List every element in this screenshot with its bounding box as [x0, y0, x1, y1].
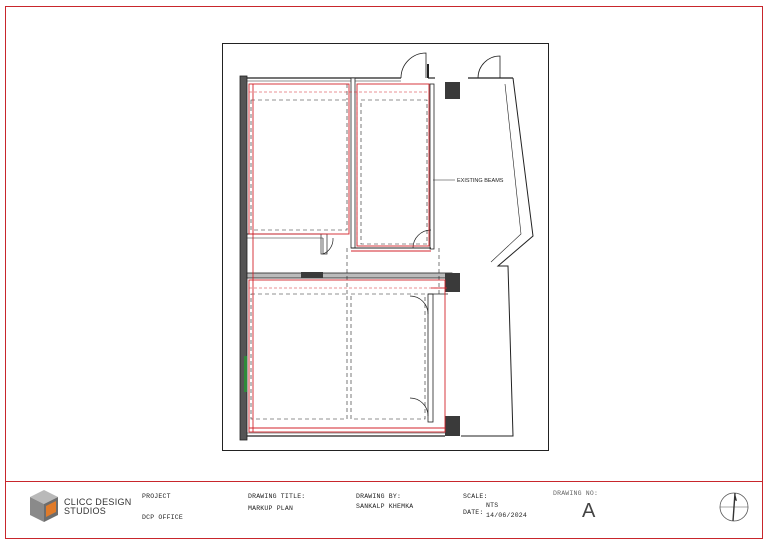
- north-arrow-icon: [719, 492, 749, 522]
- partition-top-right: [429, 83, 435, 250]
- drawing-by-value: SANKALP KHEMKA: [356, 503, 414, 510]
- door-swing-mid-left: [322, 237, 334, 255]
- beam-room-a: [250, 99, 348, 231]
- project-label: PROJECT: [142, 493, 171, 500]
- column-bottom-right: [445, 416, 460, 436]
- markup-room-a: [248, 83, 350, 235]
- date-label: DATE:: [463, 509, 484, 516]
- north-arrow: [718, 491, 750, 523]
- door-swing-top-left: [400, 52, 427, 79]
- right-outline-inner: [490, 83, 522, 263]
- markup-room-b: [356, 83, 430, 247]
- corridor-wall: [246, 272, 453, 279]
- partition-bottom-right: [427, 293, 434, 423]
- door-swing-top-right: [477, 55, 501, 79]
- beam-room-b: [360, 99, 428, 245]
- door-swing-mid-right: [412, 229, 432, 249]
- column-mid-right: [445, 273, 460, 292]
- drawing-no-value: A: [582, 500, 596, 522]
- green-marker: [244, 356, 247, 392]
- beam-room-d: [350, 293, 426, 420]
- floor-plan-drawing: EXISTING BEAMS: [239, 52, 534, 441]
- cube-logo-icon: [30, 490, 58, 522]
- project-value: DCP OFFICE: [142, 514, 184, 521]
- firm-name-line1: CLICC DESIGN: [64, 497, 132, 507]
- firm-name-line2: STUDIOS: [64, 506, 107, 516]
- markup-layer: [248, 83, 447, 433]
- left-wall: [239, 75, 248, 441]
- logo: [28, 488, 60, 524]
- date-value: 14/06/2024: [486, 512, 528, 519]
- drawing-title-label: DRAWING TITLE:: [248, 493, 306, 500]
- partition-top: [350, 77, 356, 249]
- sheet-border: [5, 6, 763, 539]
- drawing-no-label: DRAWING NO:: [553, 490, 599, 497]
- column-mid-left: [301, 272, 323, 278]
- scale-value: NTS: [486, 502, 499, 509]
- right-outline: [473, 77, 534, 437]
- existing-beams-label: EXISTING BEAMS: [457, 178, 504, 184]
- drawing-title-value: MARKUP PLAN: [248, 505, 294, 512]
- markup-room-lower: [248, 279, 446, 433]
- title-block-divider: [5, 481, 763, 482]
- firm-name: CLICC DESIGN STUDIOS: [64, 498, 132, 516]
- markup-dashed: [249, 91, 445, 289]
- door-frame-mid: [320, 233, 328, 255]
- drawing-by-label: DRAWING BY:: [356, 493, 402, 500]
- door-swing-lower-top: [409, 295, 429, 315]
- beam-grid: [250, 84, 440, 420]
- beam-room-c: [250, 293, 348, 420]
- scale-label: SCALE:: [463, 493, 488, 500]
- column-top-right: [445, 82, 460, 99]
- floor-plan: EXISTING BEAMS: [222, 43, 549, 451]
- door-swing-lower-bottom: [409, 397, 429, 417]
